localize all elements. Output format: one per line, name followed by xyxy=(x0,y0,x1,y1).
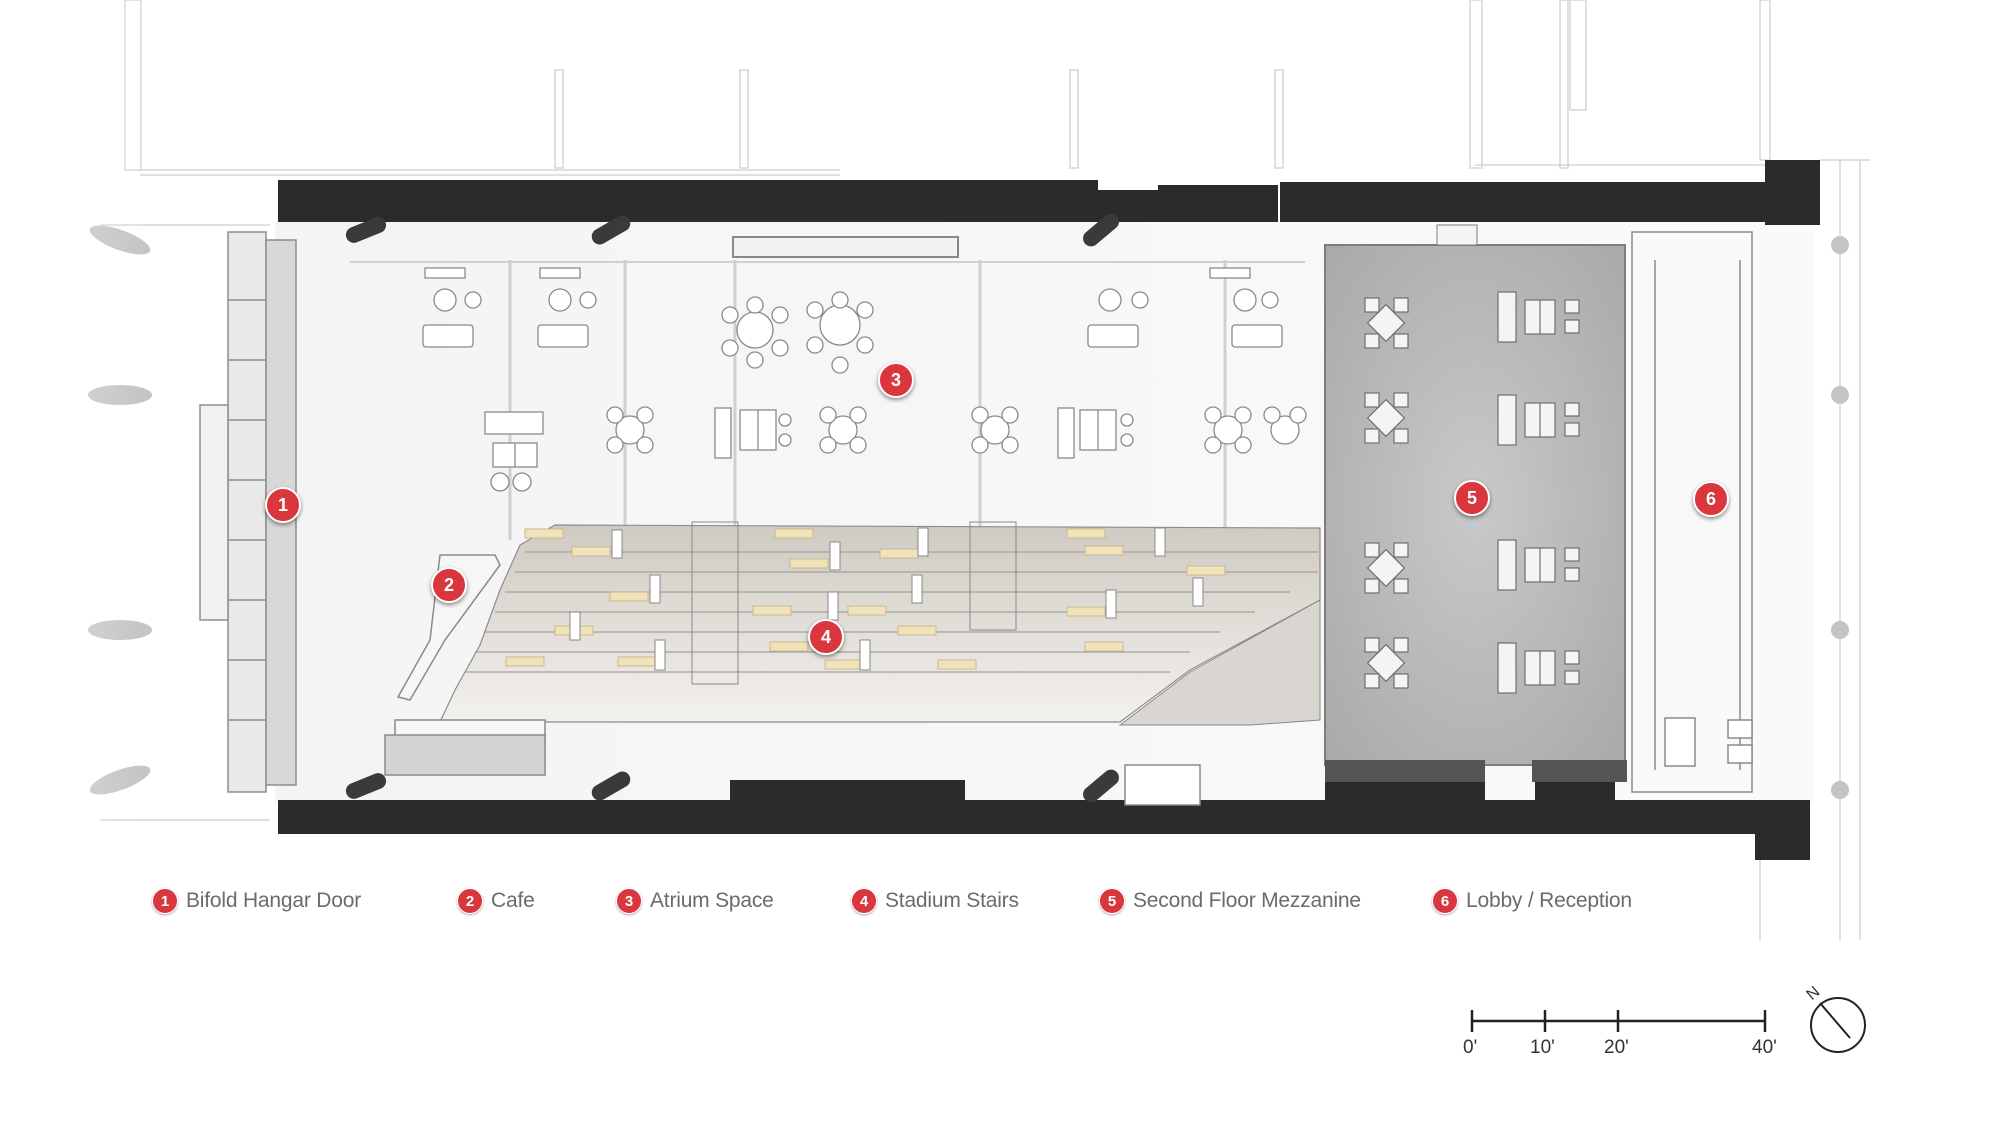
marker-stadium-stairs: 4 xyxy=(808,619,844,655)
lobby-reception xyxy=(1124,231,1753,806)
legend-label: Lobby / Reception xyxy=(1466,889,1632,912)
bench-table xyxy=(714,407,792,459)
cafe xyxy=(384,554,546,776)
stadium-stairs xyxy=(439,521,1321,726)
round-dining-table xyxy=(721,296,789,369)
legend-label: Second Floor Mezzanine xyxy=(1133,889,1361,912)
legend-label: Stadium Stairs xyxy=(885,889,1019,912)
legend-item-lobby-reception: 6 Lobby / Reception xyxy=(1432,888,1632,914)
stair-runs xyxy=(691,521,1017,685)
legend-number: 6 xyxy=(1432,888,1458,914)
legend-item-atrium-space: 3 Atrium Space xyxy=(616,888,774,914)
legend-number: 3 xyxy=(616,888,642,914)
north-arrow-icon xyxy=(1810,997,1866,1053)
legend-number: 2 xyxy=(457,888,483,914)
scale-tick-40: 40' xyxy=(1752,1037,1777,1058)
scale-tick-20: 20' xyxy=(1604,1037,1629,1058)
legend-item-bifold-hangar-door: 1 Bifold Hangar Door xyxy=(152,888,361,914)
legend-item-second-floor-mezzanine: 5 Second Floor Mezzanine xyxy=(1099,888,1361,914)
scale-tick-10: 10' xyxy=(1530,1037,1555,1058)
marker-atrium-space: 3 xyxy=(878,362,914,398)
marker-lobby-reception: 6 xyxy=(1693,481,1729,517)
legend-label: Atrium Space xyxy=(650,889,774,912)
marker-cafe: 2 xyxy=(431,567,467,603)
scale-tick-0: 0' xyxy=(1463,1037,1478,1058)
marker-bifold-hangar-door: 1 xyxy=(265,487,301,523)
lounge-set xyxy=(422,267,482,348)
legend-number: 1 xyxy=(152,888,178,914)
legend-item-stadium-stairs: 4 Stadium Stairs xyxy=(851,888,1019,914)
atrium-furniture xyxy=(422,267,1307,492)
atrium-grid xyxy=(350,236,1305,540)
walls xyxy=(278,160,1820,860)
legend-number: 4 xyxy=(851,888,877,914)
table-four-chairs xyxy=(1364,297,1409,349)
bench-booth xyxy=(1497,291,1580,343)
legend-number: 5 xyxy=(1099,888,1125,914)
legend-item-cafe: 2 Cafe xyxy=(457,888,535,914)
cafe-counter-furniture xyxy=(484,411,544,492)
legend-label: Bifold Hangar Door xyxy=(186,889,361,912)
legend-label: Cafe xyxy=(491,889,535,912)
marker-second-floor-mezzanine: 5 xyxy=(1454,480,1490,516)
scale-bar xyxy=(1470,1010,1767,1032)
legend: 1 Bifold Hangar Door 2 Cafe 3 Atrium Spa… xyxy=(0,888,2000,924)
